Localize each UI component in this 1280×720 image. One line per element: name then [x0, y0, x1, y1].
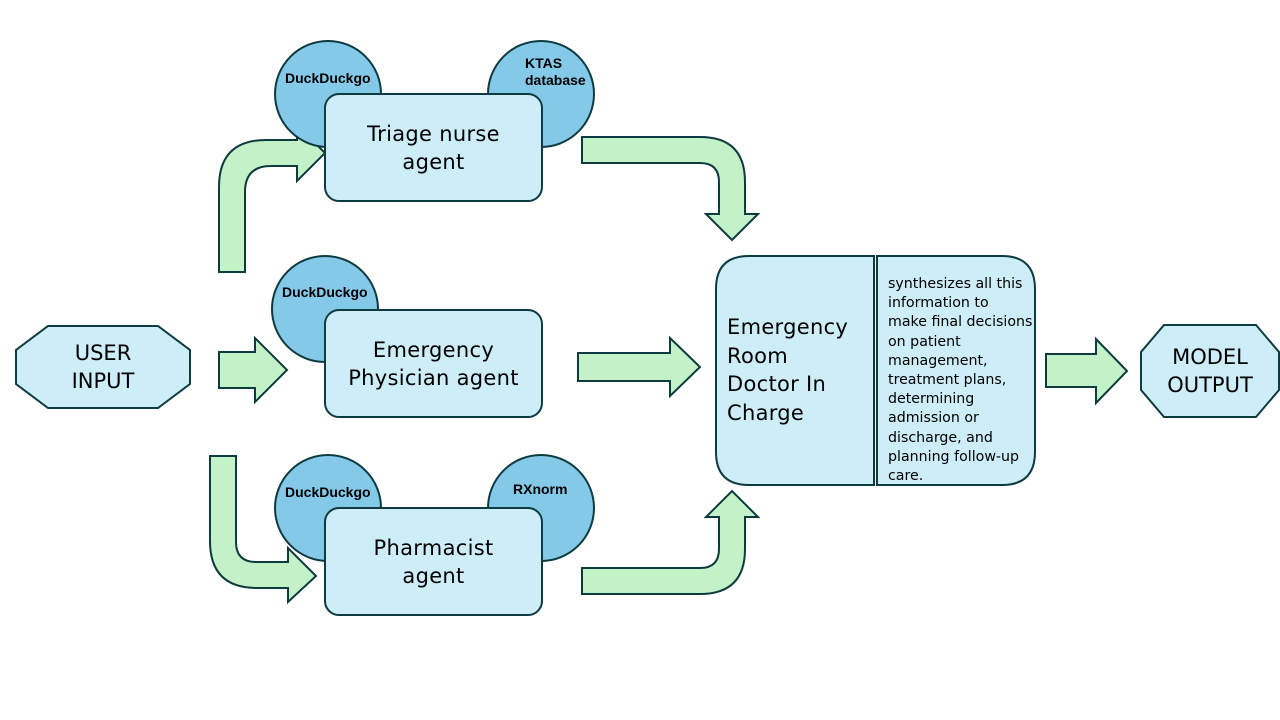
pharmacist-agent-line2: agent — [402, 563, 465, 588]
triage-agent-label: Triage nurse agent — [325, 94, 542, 201]
tool-label-duckduckgo-pharmacist: DuckDuckgo — [285, 484, 371, 500]
physician-agent-line1: Emergency — [372, 337, 495, 362]
arrow-to-output — [1045, 336, 1129, 406]
doctor-description-box — [876, 255, 1036, 486]
physician-agent-box — [324, 309, 543, 418]
user-input-line2: INPUT — [71, 369, 135, 393]
doctor-description-line: treatment plans, — [888, 372, 1007, 389]
arrow-pharmacist-to-doctor — [581, 489, 761, 595]
user-input-node — [15, 325, 191, 409]
doctor-title-line: Doctor In — [727, 372, 827, 396]
physician-agent-line2: Physician agent — [348, 365, 519, 390]
model-output-node — [1140, 324, 1280, 418]
doctor-description-line: care. — [888, 468, 924, 485]
arrow-to-physician — [218, 335, 289, 405]
model-output-line2: OUTPUT — [1167, 373, 1253, 397]
doctor-description-line: synthesizes all this — [888, 276, 1023, 292]
arrow-to-pharmacist — [209, 455, 318, 605]
tool-label-rxnorm: RXnorm — [513, 481, 568, 497]
pharmacist-agent-line1: Pharmacist — [373, 535, 494, 560]
arrow-physician-to-doctor — [577, 335, 702, 399]
doctor-description: synthesizes all this information to make… — [888, 275, 1036, 486]
physician-agent-label: Emergency Physician agent — [325, 310, 542, 417]
doctor-title-line: Room — [727, 343, 789, 368]
doctor-title-line: Emergency — [727, 315, 849, 339]
triage-agent-box — [324, 93, 543, 202]
tool-label-duckduckgo-physician: DuckDuckgo — [282, 284, 368, 300]
triage-agent-line1: Triage nurse — [367, 121, 500, 146]
tool-label-duckduckgo-triage: DuckDuckgo — [285, 70, 371, 86]
doctor-description-line: planning follow-up — [888, 448, 1020, 465]
doctor-title: Emergency Room Doctor In Charge — [727, 313, 867, 427]
doctor-description-line: discharge, and — [888, 429, 993, 446]
doctor-description-line: determining — [888, 391, 975, 408]
doctor-description-line: admission or — [888, 410, 979, 427]
tool-label-ktas: KTAS database — [525, 55, 586, 89]
doctor-description-line: management, — [888, 352, 988, 369]
doctor-description-line: on patient — [888, 333, 961, 350]
user-input-line1: USER — [74, 341, 132, 365]
doctor-title-line: Charge — [727, 400, 805, 425]
model-output-label: MODEL OUTPUT — [1141, 325, 1279, 417]
tool-label-ktas-line1: KTAS — [525, 55, 563, 71]
pharmacist-agent-label: Pharmacist agent — [325, 508, 542, 615]
doctor-title-box — [715, 255, 875, 486]
user-input-label: USER INPUT — [16, 326, 190, 408]
arrow-triage-to-doctor — [581, 136, 761, 242]
arrow-to-triage — [218, 122, 327, 273]
tool-label-ktas-line2: database — [525, 72, 586, 88]
doctor-description-line: information to — [888, 295, 989, 312]
model-output-line1: MODEL — [1172, 345, 1248, 369]
doctor-description-line: make final decisions — [888, 314, 1033, 331]
pharmacist-agent-box — [324, 507, 543, 616]
triage-agent-line2: agent — [402, 149, 465, 174]
